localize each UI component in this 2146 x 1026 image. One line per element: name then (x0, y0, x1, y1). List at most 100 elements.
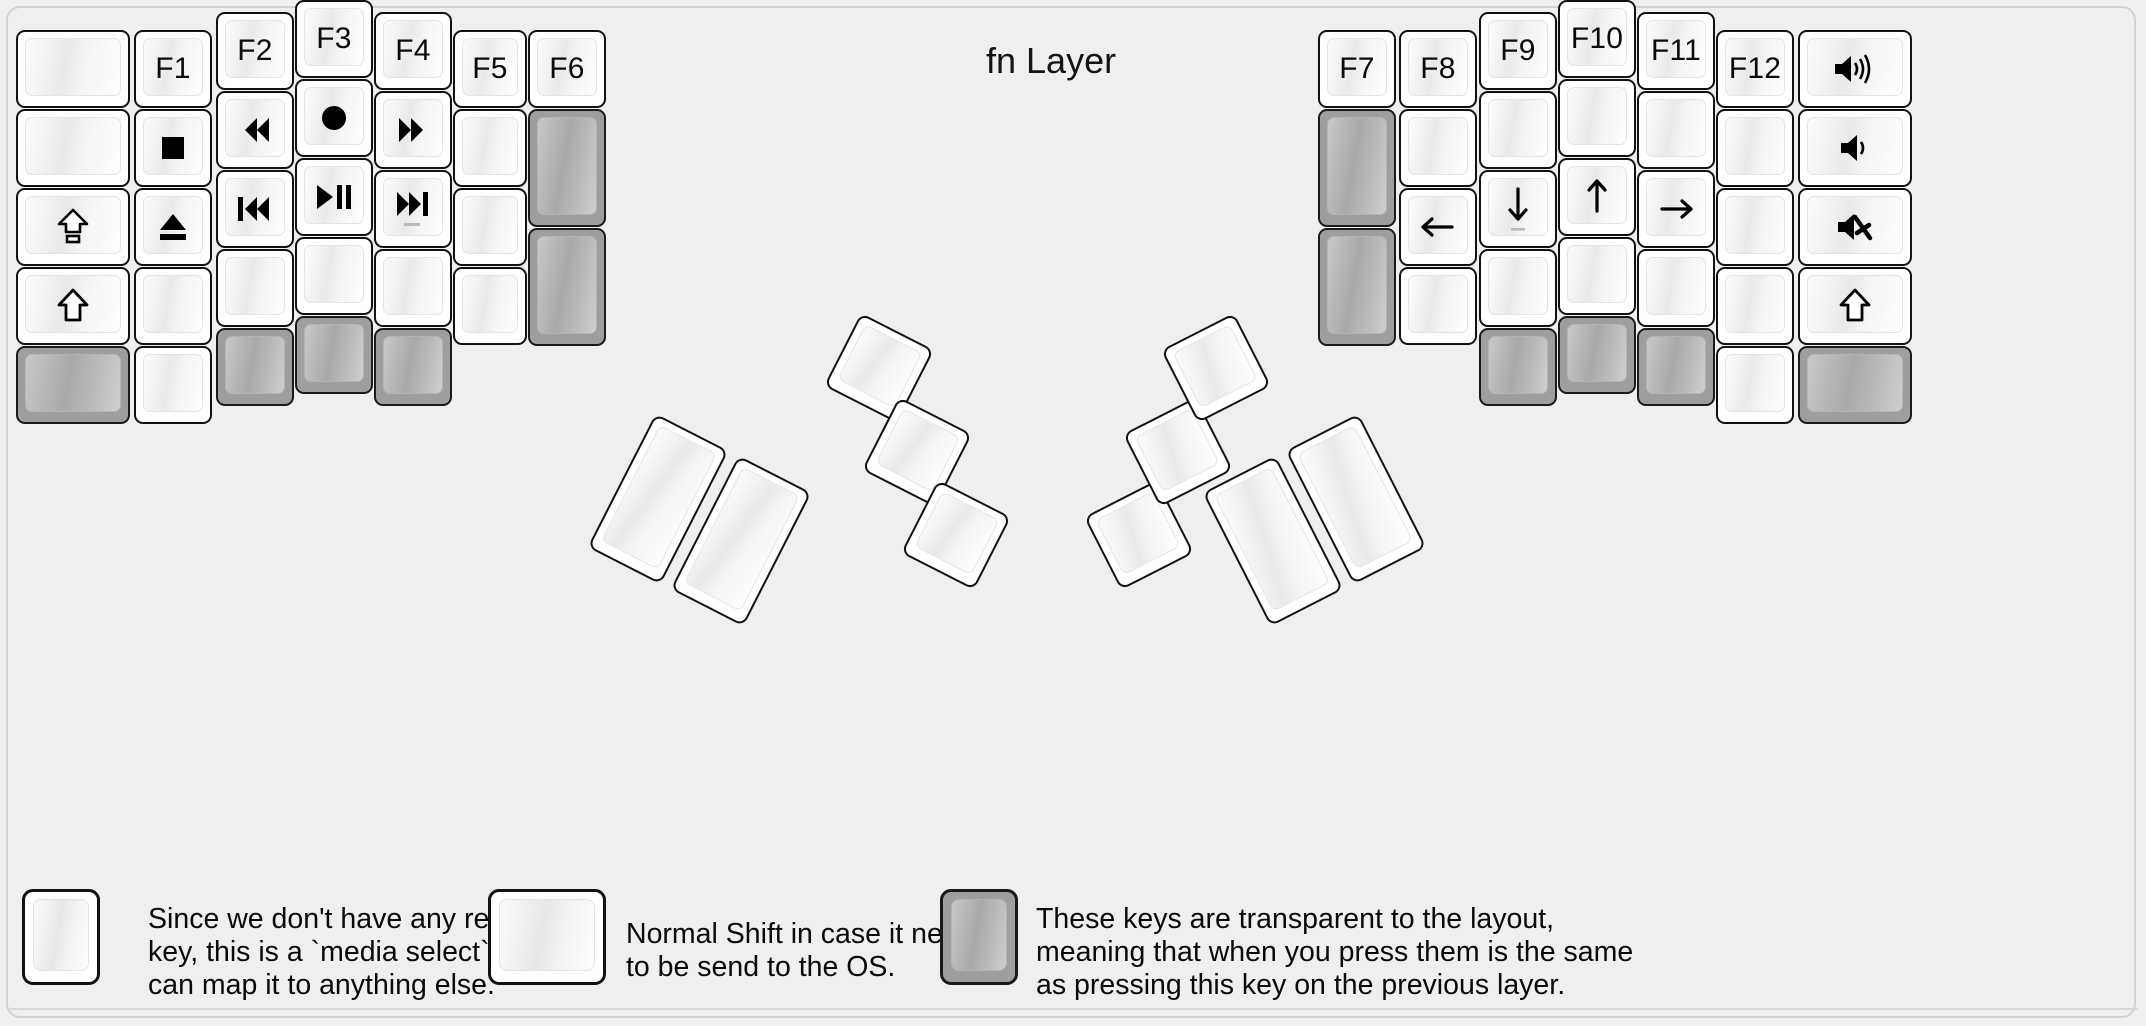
key-label: F11 (1650, 34, 1702, 67)
key-blank[interactable] (1558, 237, 1636, 315)
key-label (1639, 251, 1713, 325)
key-f12[interactable]: F12 (1716, 30, 1794, 108)
keycap-face (25, 38, 121, 96)
key-blank[interactable] (216, 249, 294, 327)
key-transparent[interactable] (528, 109, 606, 227)
key-label (1481, 93, 1555, 167)
key-media-fast-forward-icon[interactable] (374, 91, 452, 169)
key-blank[interactable] (1399, 109, 1477, 187)
key-f9[interactable]: F9 (1479, 12, 1557, 90)
key-label: F3 (316, 22, 352, 55)
key-media-play-pause-icon[interactable] (295, 158, 373, 236)
keycap-face (951, 899, 1007, 971)
key-volume-down-icon[interactable] (1798, 109, 1912, 187)
key-f8[interactable]: F8 (1399, 30, 1477, 108)
key-blank[interactable] (16, 30, 130, 108)
key-label (376, 251, 450, 325)
keycap-face (537, 117, 597, 215)
key-transparent[interactable] (1479, 328, 1557, 406)
key-transparent[interactable] (16, 346, 130, 424)
keycap-face (1725, 196, 1785, 254)
key-blank[interactable] (295, 237, 373, 315)
keycap-face (225, 257, 285, 315)
key-media-record-icon[interactable] (295, 79, 373, 157)
key-blank[interactable] (453, 188, 527, 266)
key-label (1718, 269, 1792, 343)
key-transparent[interactable] (1637, 328, 1715, 406)
keycap-face (225, 99, 285, 157)
key-blank[interactable] (1716, 109, 1794, 187)
key-blank[interactable] (1479, 249, 1557, 327)
key-shift-icon[interactable] (1798, 267, 1912, 345)
key-shift-icon[interactable] (16, 267, 130, 345)
key-arrow-right-icon[interactable] (1637, 170, 1715, 248)
key-transparent[interactable] (374, 328, 452, 406)
key-media-next-track-icon[interactable] (374, 170, 452, 248)
key-blank[interactable] (1558, 79, 1636, 157)
key-blank[interactable] (1637, 249, 1715, 327)
keycap-face (537, 236, 597, 334)
key-f3[interactable]: F3 (295, 0, 373, 78)
keycap-face (1567, 87, 1627, 145)
key-f1[interactable]: F1 (134, 30, 212, 108)
keycap-face (875, 408, 961, 493)
key-blank[interactable] (453, 109, 527, 187)
keycap-face (1725, 38, 1785, 96)
key-f2[interactable]: F2 (216, 12, 294, 90)
arrow-up-icon (1560, 160, 1634, 234)
key-transparent[interactable] (1798, 346, 1912, 424)
shift-icon (1800, 269, 1910, 343)
key-media-eject-icon[interactable] (134, 188, 212, 266)
arrow-down-icon (1481, 172, 1555, 246)
keycap-face (1488, 257, 1548, 315)
key-f6[interactable]: F6 (528, 30, 606, 108)
key-label (1718, 348, 1792, 422)
key-volume-up-icon[interactable] (1798, 30, 1912, 108)
keycap-face (1172, 324, 1258, 409)
key-transparent[interactable] (216, 328, 294, 406)
key-caps-lock-icon[interactable] (16, 188, 130, 266)
key-blank[interactable] (134, 267, 212, 345)
key-media-prev-track-icon[interactable] (216, 170, 294, 248)
key-f5[interactable]: F5 (453, 30, 527, 108)
key-volume-mute-icon[interactable] (1798, 188, 1912, 266)
key-arrow-left-icon[interactable] (1399, 188, 1477, 266)
key-label (1718, 111, 1792, 185)
key-blank[interactable] (16, 109, 130, 187)
key-label: F6 (549, 52, 585, 85)
key-blank[interactable] (1716, 346, 1794, 424)
key-blank[interactable] (134, 346, 212, 424)
key-f4[interactable]: F4 (374, 12, 452, 90)
key-label (455, 269, 525, 343)
key-arrow-down-icon[interactable] (1479, 170, 1557, 248)
key-f7[interactable]: F7 (1318, 30, 1396, 108)
key-transparent[interactable] (1318, 228, 1396, 346)
key-blank[interactable] (374, 249, 452, 327)
keycap-face (1327, 236, 1387, 334)
key-label (1800, 348, 1910, 422)
key-media-stop-icon[interactable] (134, 109, 212, 187)
key-blank[interactable] (1716, 267, 1794, 345)
key-blank[interactable] (1716, 188, 1794, 266)
key-blank[interactable] (453, 267, 527, 345)
key-transparent[interactable] (528, 228, 606, 346)
key-transparent[interactable] (295, 316, 373, 394)
key-transparent[interactable] (1318, 109, 1396, 227)
key-arrow-up-icon[interactable] (1558, 158, 1636, 236)
key-blank[interactable] (1399, 267, 1477, 345)
key-blank[interactable] (1637, 91, 1715, 169)
key-blank[interactable] (1479, 91, 1557, 169)
key-label (1639, 330, 1713, 404)
key-f10[interactable]: F10 (1558, 0, 1636, 78)
key-f11[interactable]: F11 (1637, 12, 1715, 90)
keycap-face (1646, 20, 1706, 78)
keycap-face (1646, 257, 1706, 315)
shift-icon (18, 269, 128, 343)
keycap-face (1488, 336, 1548, 394)
keycap-face (499, 899, 595, 971)
keycap-face (462, 275, 518, 333)
key-transparent[interactable] (1558, 316, 1636, 394)
key-media-rewind-icon[interactable] (216, 91, 294, 169)
keycap-face (837, 324, 923, 409)
